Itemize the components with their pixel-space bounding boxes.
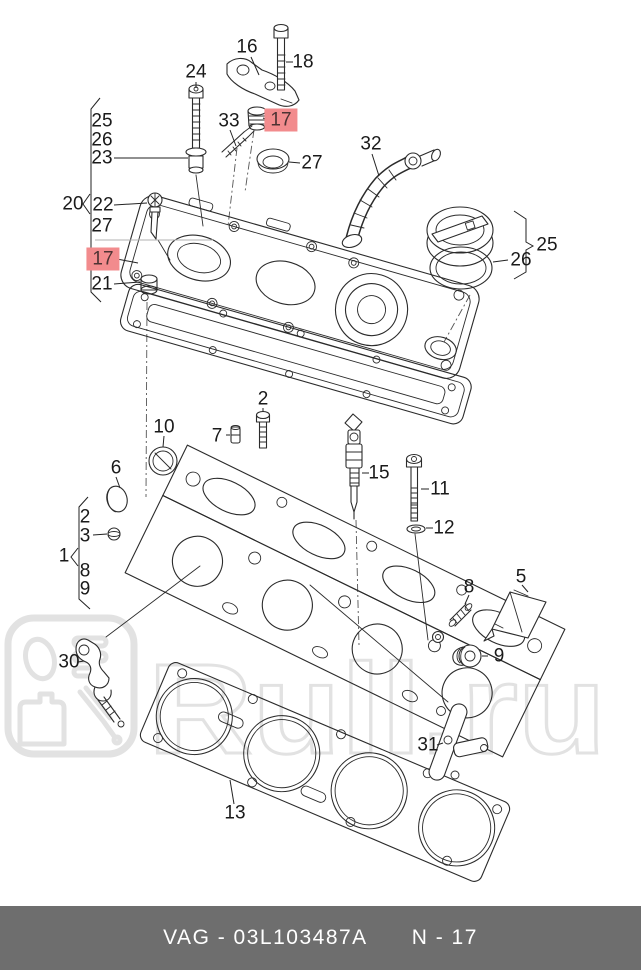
callout-8-right: 8 <box>463 576 475 598</box>
callout-8-group: 8 <box>79 560 91 582</box>
group-brackets <box>70 97 535 610</box>
nut-21-drawing <box>140 274 158 295</box>
callout-15: 15 <box>368 462 390 484</box>
callout-25-left: 25 <box>91 110 113 132</box>
injector-15-drawing <box>344 413 363 520</box>
callout-11: 11 <box>430 478 450 500</box>
seal-27-drawing <box>256 148 290 174</box>
callout-31: 31 <box>417 734 439 756</box>
bolt-11-drawing <box>405 453 423 522</box>
callout-23: 23 <box>91 147 113 169</box>
watermark-text-group: Rull.ru <box>147 637 608 783</box>
callout-32: 32 <box>360 133 382 155</box>
bolt-2-drawing <box>255 410 271 449</box>
callout-17-top-highlighted: 17 <box>264 108 298 132</box>
callout-27-left: 27 <box>91 215 113 237</box>
callout-6: 6 <box>110 457 122 479</box>
footer-bar: VAG - 03L103487A N - 17 <box>0 906 641 970</box>
callout-16: 16 <box>236 36 258 58</box>
leader-lines <box>77 56 529 805</box>
sealant-tube-5-drawing <box>483 589 547 642</box>
alignment-lines <box>105 129 471 703</box>
callout-26-right: 26 <box>510 249 532 271</box>
callout-20: 20 <box>62 193 84 215</box>
cover-gasket-drawing <box>119 283 472 425</box>
callout-25-right: 25 <box>536 234 558 256</box>
callout-7: 7 <box>211 425 223 447</box>
lifting-hook-30-drawing <box>75 638 125 728</box>
valve-cover-drawing <box>120 195 480 379</box>
cylinder-head-drawing <box>124 444 566 758</box>
cap-seal-ring-drawing <box>429 246 493 290</box>
bolt-24-drawing <box>185 84 207 174</box>
callout-2-group: 2 <box>79 506 91 528</box>
cap-6-drawing <box>106 485 128 513</box>
plug-3-drawing <box>107 527 121 541</box>
stud-8-drawing <box>448 603 473 627</box>
callout-9-right: 9 <box>493 645 505 667</box>
watermark-logo-badge <box>4 614 138 758</box>
washer-12-drawing <box>406 524 426 534</box>
diagram-stage: Rull.ru <box>4 23 608 882</box>
callout-24: 24 <box>185 61 207 83</box>
footer-sheet-number: N - 17 <box>411 926 478 949</box>
dowel-7-drawing <box>230 425 241 444</box>
screw-plug-9-drawing <box>452 644 482 668</box>
bracket-16-drawing <box>226 57 300 107</box>
callout-33: 33 <box>218 110 240 132</box>
callout-27-top: 27 <box>301 152 323 174</box>
bracket-31-drawing <box>428 703 489 781</box>
callout-13: 13 <box>224 802 246 824</box>
callout-3: 3 <box>79 525 91 547</box>
callout-26-left: 26 <box>91 129 113 151</box>
breather-hose-drawing <box>341 148 441 249</box>
callout-1: 1 <box>58 545 70 567</box>
callout-5: 5 <box>515 566 527 588</box>
cover-bolt-bosses <box>131 208 465 371</box>
callout-10: 10 <box>153 416 175 438</box>
footer-part-number: VAG - 03L103487A <box>163 926 368 949</box>
bolt-18-drawing <box>273 23 289 91</box>
callout-30: 30 <box>58 651 80 673</box>
stud-33-drawing <box>221 125 255 158</box>
oil-cap-drawing <box>426 206 494 267</box>
callout-22: 22 <box>92 194 114 216</box>
callout-21: 21 <box>91 273 113 295</box>
callout-9-group: 9 <box>79 578 91 600</box>
callout-18: 18 <box>292 51 314 73</box>
washer-8-drawing <box>431 630 445 644</box>
exploded-view-drawing: Rull.ru <box>4 23 608 882</box>
screw-22-drawing <box>147 192 163 240</box>
watermark-text: Rull.ru <box>148 638 606 781</box>
callout-12: 12 <box>433 517 455 539</box>
head-gasket-drawing <box>139 662 511 882</box>
camshaft-seal-10-drawing <box>148 446 178 476</box>
callout-17-left-highlighted: 17 <box>86 247 120 271</box>
callout-2-mid: 2 <box>257 388 269 410</box>
